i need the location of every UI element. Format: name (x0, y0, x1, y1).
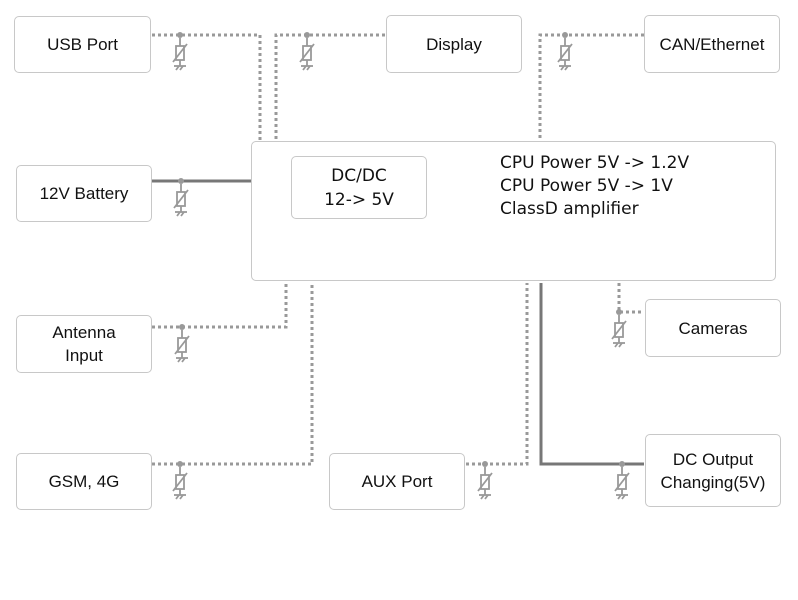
wire-aux (466, 283, 529, 466)
protection-component-icon (611, 309, 627, 348)
protection-component-icon (172, 461, 188, 500)
battery-block: 12V Battery (16, 165, 152, 222)
main-unit-item: CPU Power 5V -> 1V (500, 176, 673, 196)
main-unit-item: CPU Power 5V -> 1.2V (500, 153, 690, 173)
can-ethernet-block: CAN/Ethernet (644, 15, 780, 73)
protection-component-icon (477, 461, 493, 500)
protection-component-icon (174, 324, 190, 363)
wire-cameras (617, 283, 644, 314)
usb-port-block: USB Port (14, 16, 151, 73)
wire-display (274, 33, 385, 140)
wire-antenna (152, 283, 288, 329)
wire-usb (152, 33, 262, 140)
dc-output-block: DC Output Changing(5V) (645, 434, 781, 507)
protection-component-icon (614, 461, 630, 500)
cameras-block: Cameras (645, 299, 781, 357)
wire-gsm (152, 283, 314, 466)
antenna-block: Antenna Input (16, 315, 152, 373)
protection-component-icon (557, 32, 573, 71)
protection-component-icon (172, 32, 188, 71)
protection-component-icon (173, 178, 189, 217)
gsm-4g-block: GSM, 4G (16, 453, 152, 510)
aux-port-block: AUX Port (329, 453, 465, 510)
main-unit-function-list: CPU Power 5V -> 1.2V CPU Power 5V -> 1V … (500, 152, 689, 221)
wire-dc-output (539, 283, 644, 466)
protection-component-icon (299, 32, 315, 71)
display-block: Display (386, 15, 522, 73)
main-unit-item: ClassD amplifier (500, 199, 639, 219)
dcdc-converter-block: DC/DC 12-> 5V (291, 156, 427, 219)
wire-can (538, 33, 644, 140)
